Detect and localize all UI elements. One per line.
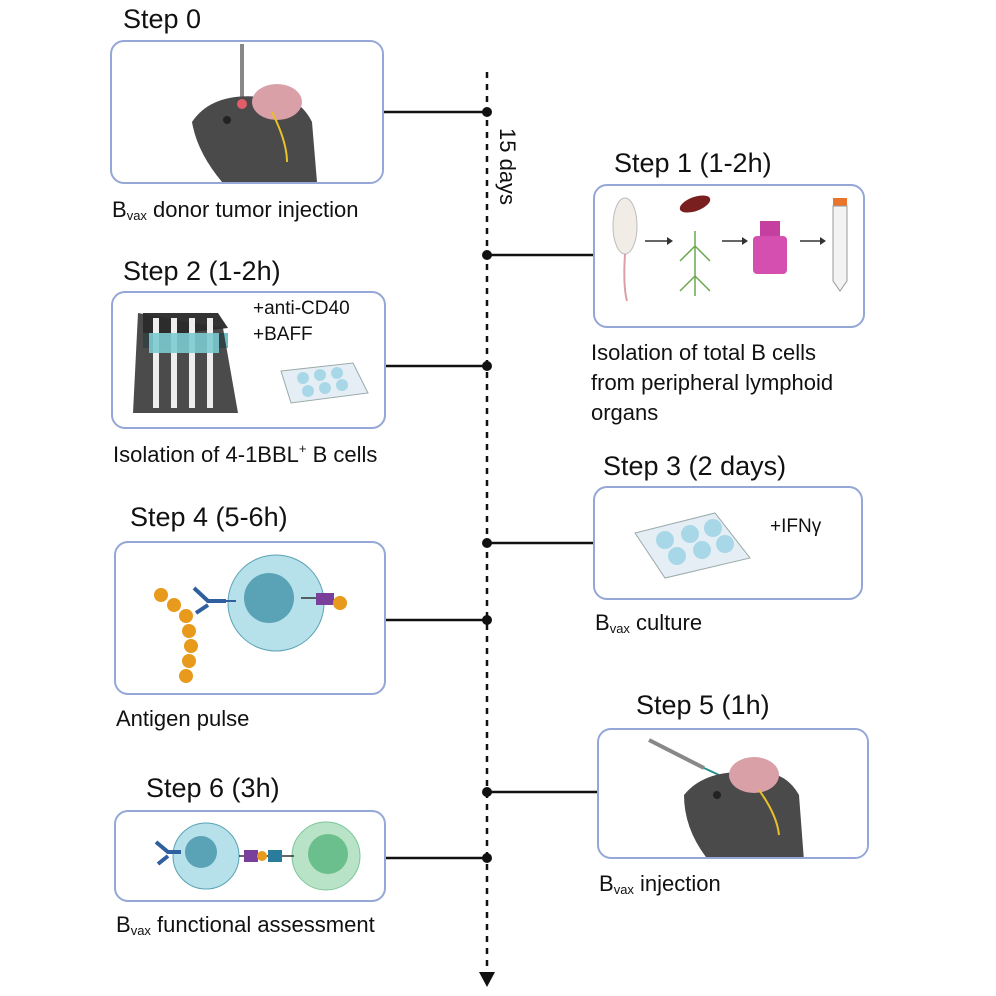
step3-caption: Bvax culture	[595, 610, 703, 636]
mouse-ear-icon	[252, 84, 302, 120]
step1-caption-line3: organs	[591, 400, 659, 425]
antigen-pulse-illustration	[154, 554, 347, 683]
step1-title: Step 1 (1-2h)	[614, 148, 772, 178]
mhc-complex-icon	[244, 850, 258, 862]
step4-caption: Antigen pulse	[116, 706, 250, 731]
step6-box	[114, 810, 386, 902]
duration-label: 15 days	[495, 128, 520, 206]
functional-assessment-illustration	[154, 821, 361, 891]
timeline-node-step6	[482, 853, 492, 863]
timeline-node-step4	[482, 615, 492, 625]
tumor-icon	[237, 99, 247, 109]
lymph-nodes-icon	[679, 231, 711, 296]
mouse-topview-icon	[612, 197, 638, 255]
step2-caption: Isolation of 4-1BBL+ B cells	[113, 441, 378, 467]
step2-title: Step 2 (1-2h)	[123, 256, 281, 286]
isolation-workflow-illustration	[612, 195, 848, 302]
bcr-receptor-icon	[154, 840, 181, 866]
column-rack-illustration	[133, 313, 369, 413]
step3-title: Step 3 (2 days)	[603, 451, 787, 481]
timeline-node-step2	[482, 361, 492, 371]
step0-title: Step 0	[123, 4, 202, 34]
step1-caption-line1: Isolation of total B cells	[591, 340, 817, 365]
bvax-injection-illustration	[648, 730, 867, 857]
bcr-receptor-icon	[192, 586, 226, 615]
timeline-node-step1	[482, 250, 492, 260]
mouse-ear-icon	[729, 757, 779, 793]
timeline-arrowhead	[479, 972, 495, 987]
antigen-icon	[154, 588, 168, 602]
timeline-node-step5	[482, 787, 492, 797]
column-tube-icon	[153, 318, 159, 408]
step5-title: Step 5 (1h)	[636, 690, 770, 720]
step0-box	[110, 40, 384, 184]
step3-box	[593, 486, 863, 600]
step4-box	[114, 541, 386, 695]
step4-title: Step 4 (5-6h)	[130, 502, 288, 532]
step5-box	[597, 728, 869, 859]
step6-caption: Bvax functional assessment	[116, 912, 375, 938]
tcr-icon	[268, 850, 282, 862]
step2-note-baff: +BAFF	[253, 324, 313, 345]
step3-note-ifng: +IFNγ	[770, 516, 822, 537]
step0-caption: Bvax donor tumor injection	[112, 197, 359, 223]
spleen-icon	[679, 195, 711, 213]
syringe-icon	[648, 738, 705, 770]
step2-box	[111, 291, 386, 429]
step1-caption-line2: from peripheral lymphoid	[591, 370, 834, 395]
timeline-node-step0	[482, 107, 492, 117]
step6-title: Step 6 (3h)	[146, 773, 280, 803]
step1-box	[593, 184, 865, 328]
timeline-node-step3	[482, 538, 492, 548]
magnet-vial-icon	[760, 221, 780, 239]
step2-note-anti-cd40: +anti-CD40	[253, 298, 350, 319]
culture-plate-illustration	[634, 512, 751, 579]
mhc-complex-icon	[316, 593, 334, 605]
mouse-injection-illustration	[192, 42, 382, 182]
antigen-icon	[257, 851, 267, 861]
step5-caption: Bvax injection	[599, 871, 721, 897]
tube-icon	[833, 198, 847, 206]
